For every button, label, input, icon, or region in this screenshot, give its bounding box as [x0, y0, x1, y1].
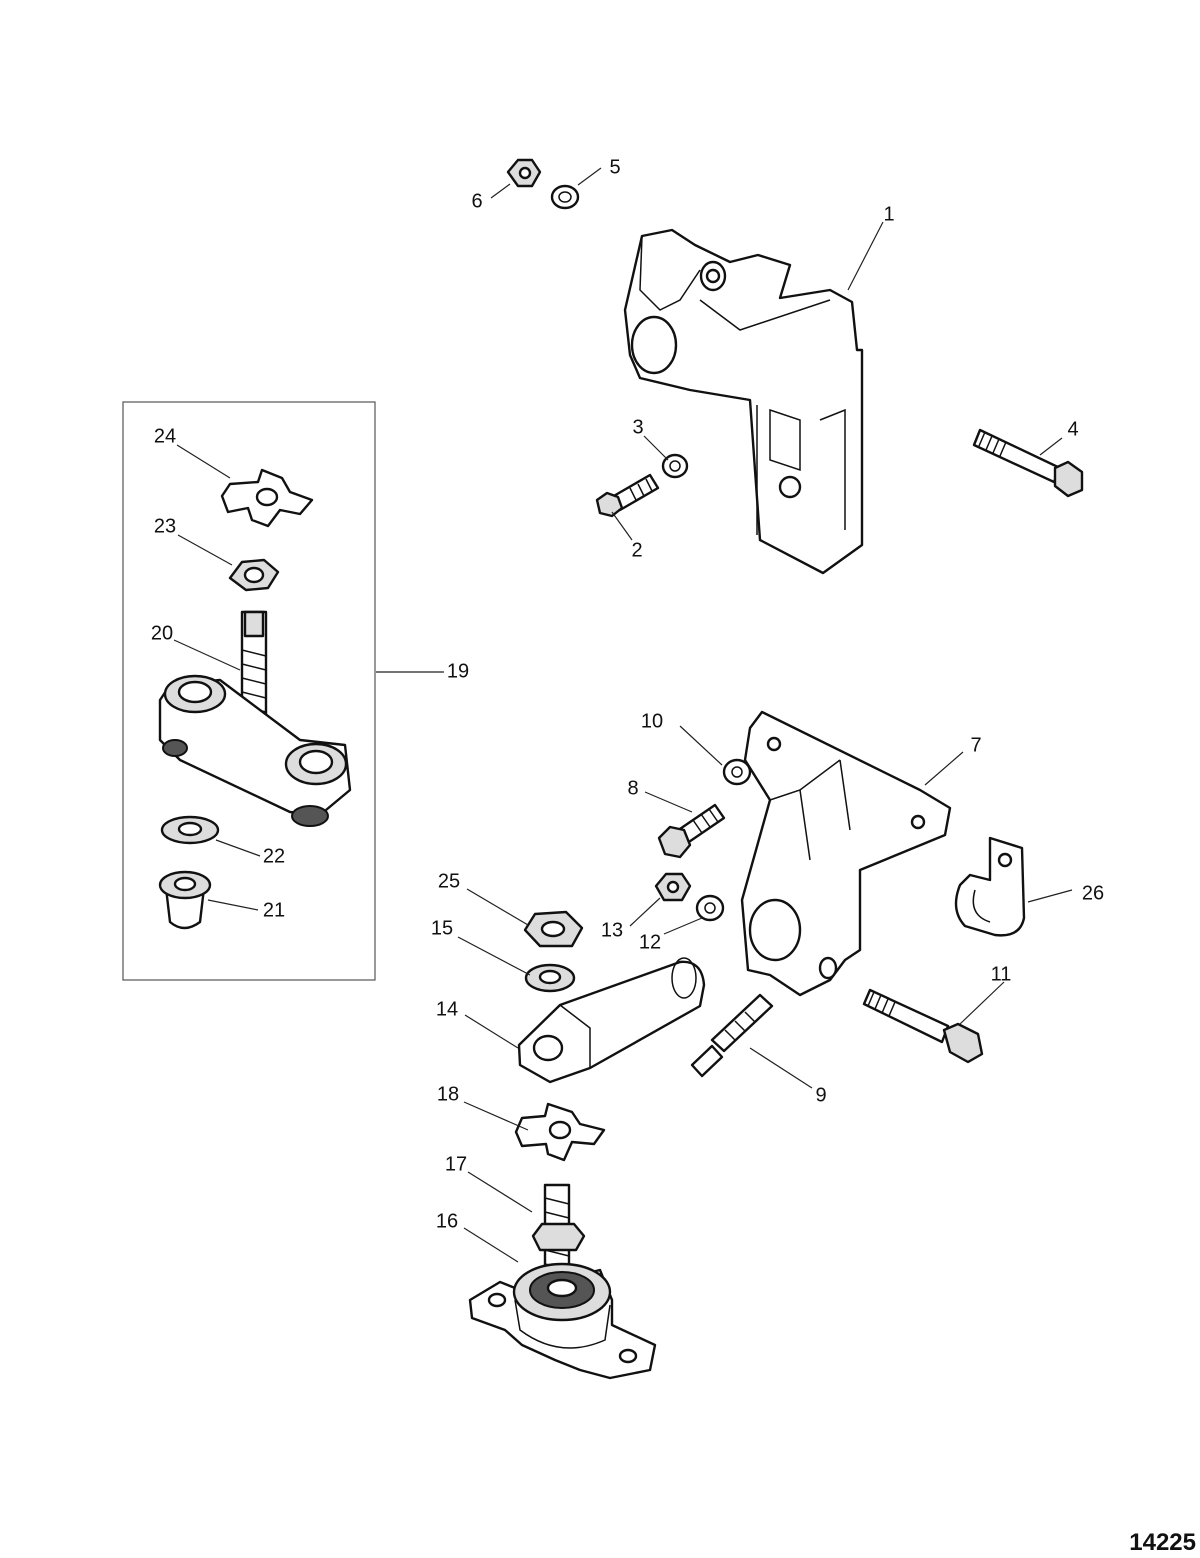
part-7-mount-bracket: [740, 710, 952, 997]
callout-26: 26: [1082, 882, 1104, 904]
kit-19-frame: [122, 401, 376, 981]
figure-number: 14225: [1129, 1529, 1196, 1556]
part-5-lock-washer: [550, 184, 580, 210]
part-25-hex-nut: [523, 910, 584, 948]
callout-6: 6: [471, 190, 482, 212]
callout-11: 11: [991, 963, 1012, 985]
callout-1: 1: [883, 203, 894, 225]
callout-23: 23: [154, 515, 176, 537]
part-1-upper-bracket: [623, 228, 864, 575]
part-16-engine-mount: [468, 1262, 657, 1380]
part-2-bolt: [595, 473, 660, 518]
callout-7: 7: [970, 734, 981, 756]
callout-13: 13: [601, 919, 623, 941]
callout-5: 5: [609, 156, 620, 178]
part-13-nut: [654, 872, 692, 902]
callout-10: 10: [641, 710, 663, 732]
callout-14: 14: [436, 998, 458, 1020]
callout-8: 8: [627, 777, 638, 799]
part-12-lock-washer: [695, 894, 725, 922]
callout-12: 12: [639, 931, 661, 953]
callout-9: 9: [815, 1084, 826, 1106]
part-17-stud: [531, 1183, 586, 1277]
part-26-clamp: [954, 836, 1026, 937]
callout-24: 24: [154, 425, 176, 447]
part-3-lock-washer: [661, 453, 689, 479]
callout-22: 22: [263, 845, 285, 867]
part-23-hex-nut: [228, 558, 280, 592]
callout-16: 16: [436, 1210, 458, 1232]
part-4-bolt: [972, 428, 1084, 498]
part-22-washer: [160, 815, 220, 845]
part-18-tab-washer: [514, 1102, 606, 1162]
callout-19: 19: [447, 660, 469, 682]
part-6-hex-nut: [506, 158, 542, 188]
callout-3: 3: [632, 416, 643, 438]
callout-17: 17: [445, 1153, 467, 1175]
callout-18: 18: [437, 1083, 459, 1105]
part-10-lock-washer: [722, 758, 752, 786]
callout-21: 21: [263, 899, 285, 921]
part-15-lock-washer: [524, 963, 576, 993]
part-24-tab-washer: [220, 468, 314, 528]
part-11-bolt: [862, 988, 984, 1064]
part-21-bushing: [158, 870, 212, 930]
part-9-stud: [690, 993, 774, 1078]
callout-4: 4: [1067, 418, 1078, 440]
part-8-bolt: [657, 803, 726, 859]
callout-20: 20: [151, 622, 173, 644]
callout-2: 2: [631, 539, 642, 561]
callout-15: 15: [431, 917, 453, 939]
callout-25: 25: [438, 870, 460, 892]
part-19-link-assembly: [158, 674, 352, 827]
part-14-pin: [517, 957, 706, 1084]
